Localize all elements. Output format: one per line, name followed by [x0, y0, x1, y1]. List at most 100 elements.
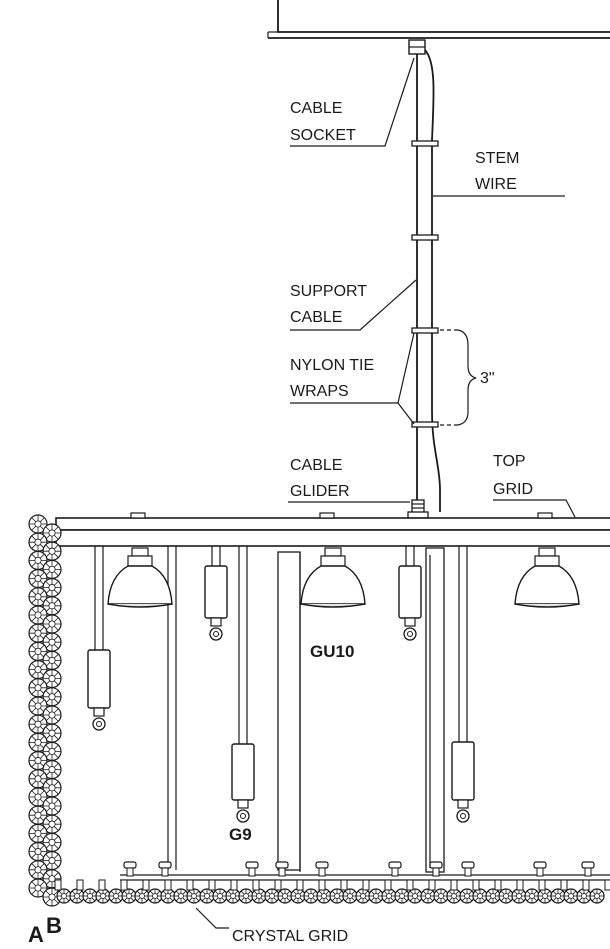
chain-crystal — [42, 577, 62, 598]
grid-crystal — [121, 888, 137, 904]
grid-crystal — [537, 888, 553, 904]
grid-crystal — [498, 888, 514, 904]
grid-bead — [186, 879, 194, 891]
grid-clip — [388, 861, 402, 877]
grid-crystal — [420, 888, 436, 904]
chain-crystal — [42, 559, 62, 580]
chain-crystal — [28, 714, 48, 734]
chain-crystal — [28, 787, 48, 807]
chain-crystal — [28, 805, 48, 825]
grid-crystal — [277, 888, 293, 904]
grid-crystal — [69, 888, 85, 904]
grid-clip — [245, 861, 259, 877]
grid-clip — [315, 861, 329, 877]
grid-bead — [318, 879, 326, 891]
bottom-crystal-grid — [54, 861, 610, 904]
grid-crystal — [173, 888, 189, 904]
grid-crystal — [290, 888, 306, 904]
grid-crystal — [212, 888, 228, 904]
grid-bead — [472, 879, 480, 891]
grid-crystal — [576, 888, 592, 904]
chain-crystal — [42, 814, 62, 834]
g9-pendant — [231, 546, 255, 823]
gu10-shade — [107, 547, 173, 608]
left-crystal-chain — [28, 514, 62, 907]
grid-bead — [296, 879, 304, 891]
chain-crystal — [28, 659, 48, 680]
label-corner-a: A — [28, 922, 44, 947]
cable-socket — [408, 39, 426, 55]
chain-crystal — [28, 623, 48, 643]
label-dimension: 3" — [480, 370, 495, 387]
grid-crystal — [433, 888, 449, 904]
grid-crystal — [264, 888, 280, 904]
dimension-brace — [440, 329, 477, 426]
grid-crystal — [82, 888, 98, 904]
grid-crystal — [186, 888, 202, 904]
label-support-cable-2: CABLE — [290, 309, 342, 326]
label-stem-wire-2: WIRE — [475, 176, 517, 193]
grid-crystal — [329, 888, 345, 904]
label-gu10: GU10 — [310, 642, 354, 661]
grid-clip — [533, 861, 547, 877]
grid-crystal — [472, 888, 488, 904]
grid-bead — [604, 879, 610, 891]
ceiling-canopy — [267, 0, 610, 39]
label-cable-glider-2: GLIDER — [290, 483, 350, 500]
grid-bead — [406, 879, 414, 891]
gu10-shade — [514, 547, 580, 608]
chain-crystal — [28, 841, 48, 862]
chain-crystal — [28, 532, 48, 552]
grid-bead — [98, 879, 106, 891]
grid-clip — [461, 861, 475, 877]
grid-bead — [340, 879, 348, 891]
grid-clip — [429, 861, 443, 877]
chain-crystal — [28, 550, 48, 571]
chain-crystal — [28, 514, 48, 534]
grid-bead — [274, 879, 282, 891]
label-stem-wire-1: STEM — [475, 150, 519, 167]
grid-bead — [560, 879, 568, 891]
chain-crystal — [28, 605, 48, 625]
grid-crystal — [407, 888, 423, 904]
label-support-cable-1: SUPPORT — [290, 283, 367, 300]
top-grid-bar — [55, 512, 610, 547]
grid-crystal — [108, 888, 124, 904]
grid-bead — [208, 879, 216, 891]
grid-bead — [362, 879, 370, 891]
grid-clip — [123, 861, 137, 877]
label-cable-socket-1: CABLE — [290, 100, 342, 117]
chain-crystal — [42, 759, 62, 780]
grid-crystal — [199, 888, 215, 904]
chain-crystal — [42, 741, 62, 762]
grid-crystal — [589, 888, 605, 904]
chain-crystal — [28, 587, 48, 607]
label-nylon-tie-2: WRAPS — [290, 383, 349, 400]
grid-crystal — [303, 888, 319, 904]
gu10-shade — [300, 547, 366, 608]
chain-crystal — [28, 878, 48, 898]
grid-clip — [275, 861, 289, 877]
label-top-grid-1: TOP — [493, 453, 526, 470]
grid-crystal — [238, 888, 254, 904]
grid-crystal — [56, 888, 72, 904]
grid-crystal — [550, 888, 566, 904]
g9-pendant — [398, 546, 422, 641]
grid-crystal — [511, 888, 527, 904]
grid-bead — [516, 879, 524, 891]
label-nylon-tie-1: NYLON TIE — [290, 357, 374, 374]
chain-crystal — [42, 650, 62, 671]
label-g9: G9 — [229, 825, 252, 844]
grid-crystal — [485, 888, 501, 904]
grid-crystal — [160, 888, 176, 904]
grid-bead — [582, 879, 590, 891]
grid-crystal — [251, 888, 267, 904]
label-top-grid-2: GRID — [493, 481, 533, 498]
grid-bead — [494, 879, 502, 891]
g9-pendant — [87, 546, 111, 731]
chain-crystal — [42, 668, 62, 689]
grid-crystal — [355, 888, 371, 904]
label-crystal-grid: CRYSTAL GRID — [232, 928, 348, 945]
grid-crystal — [381, 888, 397, 904]
